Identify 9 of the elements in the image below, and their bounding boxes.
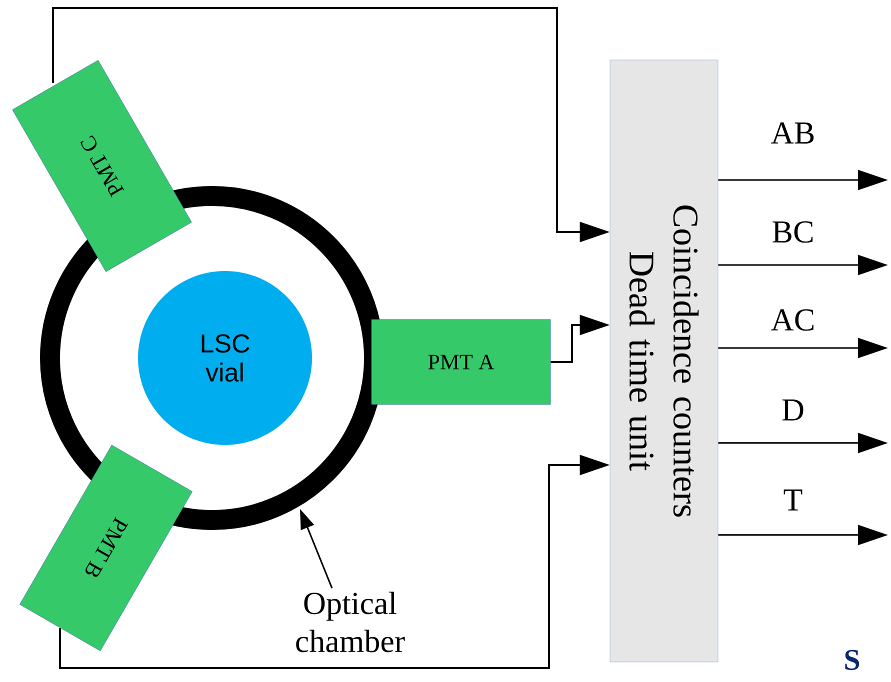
pmt-box: PMT A: [371, 319, 551, 405]
edge-label: AB: [770, 121, 816, 145]
edge-label: BC: [770, 220, 816, 244]
edge-label: AC: [770, 308, 816, 332]
edge-label: D: [780, 398, 806, 422]
counter-unit-box: Coincidence counters Dead time unit: [610, 60, 718, 662]
slide-letter: S: [845, 650, 860, 670]
caption-text: Optical chamber: [296, 592, 405, 652]
edge-label: T: [782, 488, 804, 512]
